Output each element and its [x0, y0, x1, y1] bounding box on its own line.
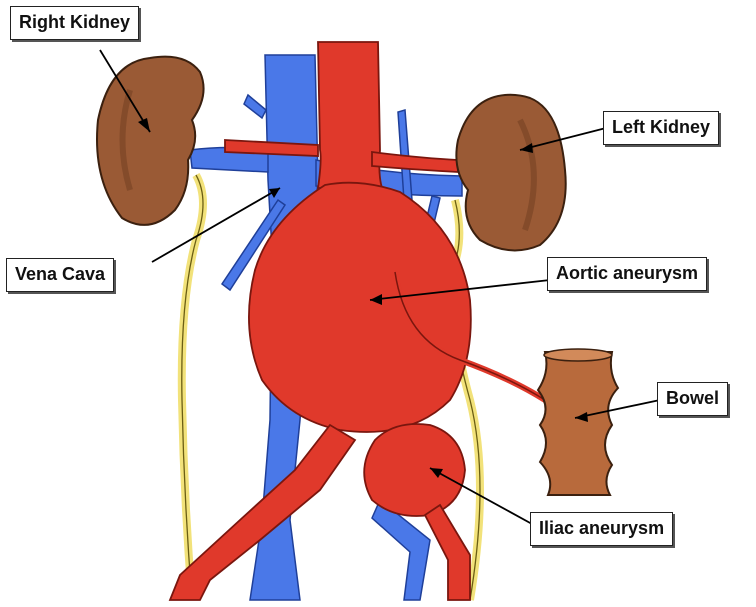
label-right-kidney: Right Kidney: [10, 6, 139, 40]
label-vena-cava: Vena Cava: [6, 258, 114, 292]
left-kidney: [456, 95, 565, 251]
label-left-kidney: Left Kidney: [603, 111, 719, 145]
label-bowel: Bowel: [657, 382, 728, 416]
bowel: [538, 349, 618, 495]
label-aortic-aneurysm: Aortic aneurysm: [547, 257, 707, 291]
right-kidney: [97, 57, 204, 225]
label-iliac-aneurysm: Iliac aneurysm: [530, 512, 673, 546]
